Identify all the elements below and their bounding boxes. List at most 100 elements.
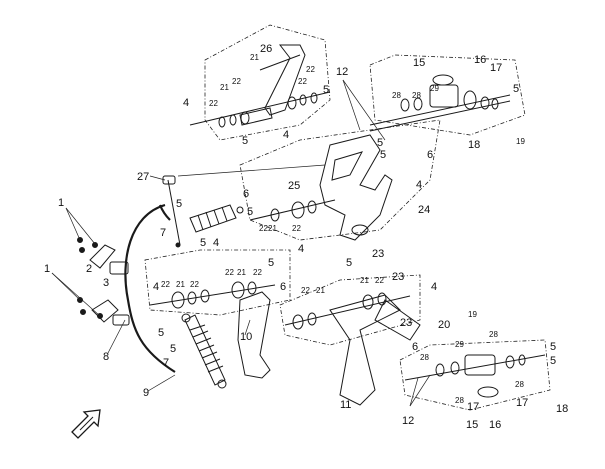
callout-28: 28 — [489, 330, 498, 339]
callout-5: 5 — [550, 355, 556, 367]
callout-26: 26 — [260, 43, 272, 55]
leader-lines — [51, 79, 431, 407]
callout-5: 5 — [377, 137, 383, 149]
callout-12: 12 — [402, 415, 414, 427]
frame-lower-arm — [279, 274, 421, 346]
callout-28: 28 — [515, 380, 524, 389]
callout-22: 22 — [232, 77, 241, 86]
upper-arm-bushings — [189, 91, 331, 128]
callout-6: 6 — [412, 341, 418, 353]
callout-6: 6 — [280, 281, 286, 293]
callout-21: 21 — [360, 276, 369, 285]
callout-6: 6 — [427, 149, 433, 161]
callout-23: 23 — [400, 317, 412, 329]
swing-arm-bracket — [249, 134, 393, 241]
callout-22: 22 — [306, 65, 315, 74]
callout-15: 15 — [466, 419, 478, 431]
callout-21: 21 — [237, 268, 246, 277]
callout-17: 17 — [490, 62, 502, 74]
callout-3: 3 — [103, 277, 109, 289]
callout-27: 27 — [137, 171, 149, 183]
frame-rear-hub-upper — [369, 54, 526, 136]
callout-5: 5 — [170, 343, 176, 355]
callout-labels: 1 1 2 3 4 4 4 4 4 4 4 5 5 5 5 5 5 5 5 5 … — [44, 43, 568, 431]
callout-22: 22 — [259, 224, 268, 233]
callout-29: 29 — [455, 340, 464, 349]
callout-7: 7 — [163, 357, 169, 369]
callout-21: 21 — [176, 280, 185, 289]
callout-21: 21 — [268, 224, 277, 233]
callout-4: 4 — [431, 281, 437, 293]
callout-28: 28 — [412, 91, 421, 100]
callout-7: 7 — [160, 227, 166, 239]
callout-16: 16 — [489, 419, 501, 431]
callout-10: 10 — [240, 331, 252, 343]
link-rod — [162, 175, 181, 248]
callout-19: 19 — [516, 137, 525, 146]
callout-5: 5 — [323, 84, 329, 96]
callout-29: 29 — [430, 84, 439, 93]
callout-22: 22 — [225, 268, 234, 277]
callout-23: 23 — [372, 248, 384, 260]
lower-rear-arm — [284, 292, 421, 406]
callout-4: 4 — [153, 281, 159, 293]
callout-12: 12 — [336, 66, 348, 78]
callout-22: 22 — [209, 99, 218, 108]
callout-2: 2 — [86, 263, 92, 275]
callout-22: 22 — [161, 280, 170, 289]
frame-left-arm — [144, 249, 291, 316]
callout-4: 4 — [183, 97, 189, 109]
callout-22: 22 — [292, 224, 301, 233]
callout-5: 5 — [268, 257, 274, 269]
callout-18: 18 — [556, 403, 568, 415]
callout-5: 5 — [550, 341, 556, 353]
callout-5: 5 — [513, 83, 519, 95]
callout-5: 5 — [346, 257, 352, 269]
callout-21: 21 — [250, 53, 259, 62]
callout-23: 23 — [392, 271, 404, 283]
callout-18: 18 — [468, 139, 480, 151]
callout-4: 4 — [298, 243, 304, 255]
callout-9: 9 — [143, 387, 149, 399]
callout-5: 5 — [380, 149, 386, 161]
upper-shock-boot — [189, 204, 244, 233]
frame-upper-arm — [204, 24, 331, 141]
callout-5: 5 — [200, 237, 206, 249]
callout-24: 24 — [418, 204, 430, 216]
frame-rear-hub-lower — [399, 339, 551, 411]
callout-19: 19 — [468, 310, 477, 319]
stabilizer-bar — [77, 203, 176, 373]
callout-21: 21 — [316, 286, 325, 295]
callout-4: 4 — [416, 179, 422, 191]
callout-11: 11 — [340, 399, 351, 411]
callout-17: 17 — [467, 401, 479, 413]
callout-1: 1 — [44, 263, 50, 275]
rear-hub-upper — [369, 74, 511, 132]
callout-16: 16 — [474, 54, 486, 66]
callout-8: 8 — [103, 351, 109, 363]
callout-15: 15 — [413, 57, 425, 69]
left-lower-arm — [149, 281, 276, 379]
callout-5: 5 — [158, 327, 164, 339]
rear-hub-lower — [404, 354, 546, 398]
callout-1: 1 — [58, 197, 64, 209]
callout-22: 22 — [253, 268, 262, 277]
callout-22: 22 — [375, 276, 384, 285]
callout-5: 5 — [176, 198, 182, 210]
front-direction-arrow-icon — [71, 409, 101, 439]
callout-20: 20 — [438, 319, 450, 331]
callout-22: 22 — [190, 280, 199, 289]
frame-center-bracket — [239, 119, 441, 241]
rear-coil-shock — [181, 313, 227, 389]
callout-4: 4 — [213, 237, 219, 249]
callout-22: 22 — [298, 77, 307, 86]
callout-5: 5 — [242, 135, 248, 147]
callout-21: 21 — [220, 83, 229, 92]
callout-17: 17 — [516, 397, 528, 409]
callout-28: 28 — [455, 396, 464, 405]
callout-22: 22 — [301, 286, 310, 295]
callout-28: 28 — [420, 353, 429, 362]
callout-28: 28 — [392, 91, 401, 100]
